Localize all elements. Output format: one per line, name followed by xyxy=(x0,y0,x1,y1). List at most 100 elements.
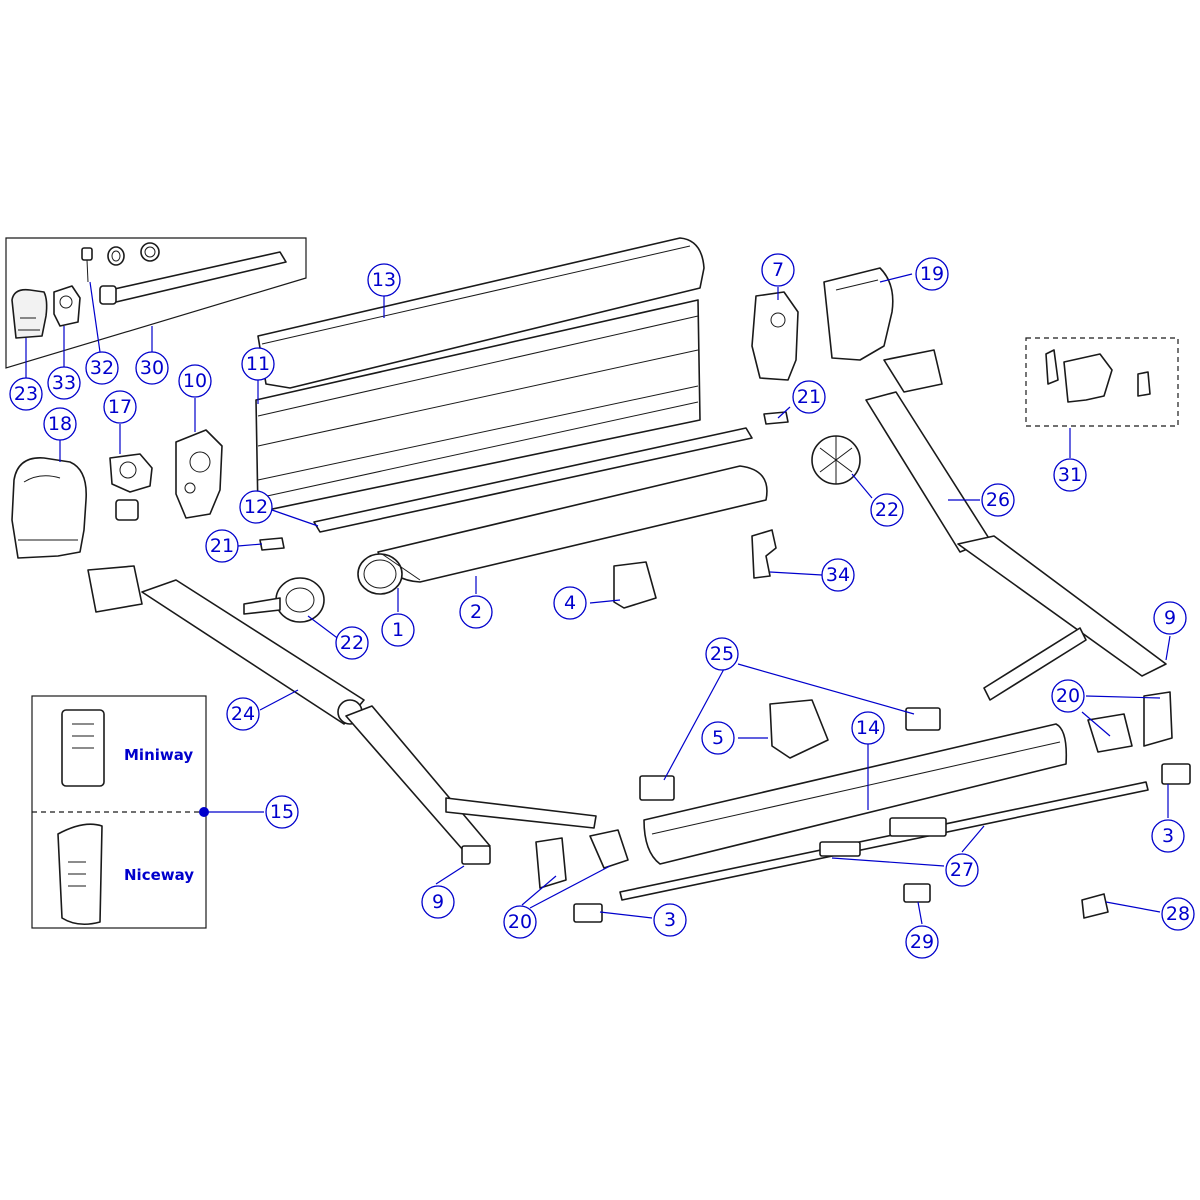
end-cap-3-left xyxy=(573,903,603,923)
callout-21-left-label: 21 xyxy=(210,535,234,557)
callout-30-label: 30 xyxy=(140,357,164,379)
callout-7-label: 7 xyxy=(772,259,784,281)
cover-20-right xyxy=(1087,691,1173,753)
end-cover-18 xyxy=(11,457,87,559)
callout-34-label: 34 xyxy=(826,564,850,586)
detail-box-31 xyxy=(1025,337,1179,427)
callout-10: 10 xyxy=(178,364,212,398)
callout-25-label: 25 xyxy=(710,643,734,665)
callout-26: 26 xyxy=(981,483,1015,517)
kit-panel-30 xyxy=(5,237,307,369)
arm-24 xyxy=(87,565,597,865)
callout-22-right-label: 22 xyxy=(875,499,899,521)
callout-20-left: 20 xyxy=(503,905,537,939)
callout-5-label: 5 xyxy=(712,727,724,749)
callout-27-label: 27 xyxy=(950,859,974,881)
callout-27: 27 xyxy=(945,853,979,887)
callout-4-label: 4 xyxy=(564,592,576,614)
lead-bar-27 xyxy=(619,781,1149,901)
clip-21-right xyxy=(763,411,789,425)
callout-28-label: 28 xyxy=(1166,903,1190,925)
niceway-label: Niceway xyxy=(124,866,194,884)
callout-3-right: 3 xyxy=(1151,819,1185,853)
callout-21-right-label: 21 xyxy=(797,386,821,408)
bracket-34 xyxy=(751,529,777,579)
mount-25-left xyxy=(639,775,675,801)
callout-26-label: 26 xyxy=(986,489,1010,511)
callout-4: 4 xyxy=(553,586,587,620)
callout-1: 1 xyxy=(381,613,415,647)
end-plug-22-left xyxy=(243,577,325,623)
callout-18-label: 18 xyxy=(48,413,72,435)
callout-24: 24 xyxy=(226,697,260,731)
callout-33-label: 33 xyxy=(52,372,76,394)
callout-21-left: 21 xyxy=(205,529,239,563)
callout-20-right-label: 20 xyxy=(1056,685,1080,707)
callout-14: 14 xyxy=(851,711,885,745)
callout-15: 15 xyxy=(265,795,299,829)
callout-2-label: 2 xyxy=(470,601,482,623)
remote-control-panel-15 xyxy=(31,695,207,929)
mount-25-right xyxy=(905,707,941,731)
arm-26 xyxy=(865,349,1167,701)
callout-24-label: 24 xyxy=(231,703,255,725)
callout-22-left: 22 xyxy=(335,626,369,660)
callout-13: 13 xyxy=(367,263,401,297)
callout-5: 5 xyxy=(701,721,735,755)
callout-17-label: 17 xyxy=(108,396,132,418)
leader-lines xyxy=(25,273,1171,925)
clip-28 xyxy=(1081,893,1109,919)
callout-23-label: 23 xyxy=(14,383,38,405)
callout-7: 7 xyxy=(761,253,795,287)
holder-4 xyxy=(613,561,657,609)
end-cover-19 xyxy=(823,267,894,361)
callout-9-right-label: 9 xyxy=(1164,607,1176,629)
callout-19-label: 19 xyxy=(920,263,944,285)
callout-11-label: 11 xyxy=(246,353,270,375)
callout-1-label: 1 xyxy=(392,619,404,641)
callout-32: 32 xyxy=(85,351,119,385)
callout-12: 12 xyxy=(239,490,273,524)
callout-15-label: 15 xyxy=(270,801,294,823)
end-piece-7 xyxy=(751,291,799,381)
callout-25: 25 xyxy=(705,637,739,671)
callout-9-right: 9 xyxy=(1153,601,1187,635)
callout-3-left-label: 3 xyxy=(664,909,676,931)
callout-22-left-label: 22 xyxy=(340,632,364,654)
end-cap-3-right xyxy=(1161,763,1191,785)
callout-2: 2 xyxy=(459,595,493,629)
callout-11: 11 xyxy=(241,347,275,381)
callout-19: 19 xyxy=(915,257,949,291)
callout-21-right: 21 xyxy=(792,380,826,414)
callout-18: 18 xyxy=(43,407,77,441)
callout-33: 33 xyxy=(47,366,81,400)
clip-21-left xyxy=(259,537,285,551)
bracket-17 xyxy=(109,453,153,521)
miniway-label: Miniway xyxy=(124,746,193,764)
callout-17: 17 xyxy=(103,390,137,424)
callout-31-label: 31 xyxy=(1058,464,1082,486)
callout-23: 23 xyxy=(9,377,43,411)
clip-29 xyxy=(903,883,931,903)
front-rail-14 xyxy=(643,723,1068,865)
callout-9-left: 9 xyxy=(421,885,455,919)
callout-22-right: 22 xyxy=(870,493,904,527)
cassette-profiles xyxy=(255,237,768,583)
cover-20-left xyxy=(535,829,629,889)
callout-14-label: 14 xyxy=(856,717,880,739)
callout-9-left-label: 9 xyxy=(432,891,444,913)
callout-13-label: 13 xyxy=(372,269,396,291)
callout-10-label: 10 xyxy=(183,370,207,392)
callout-34: 34 xyxy=(821,558,855,592)
callout-30: 30 xyxy=(135,351,169,385)
callout-29-label: 29 xyxy=(910,931,934,953)
callout-3-right-label: 3 xyxy=(1162,825,1174,847)
callout-31: 31 xyxy=(1053,458,1087,492)
bracket-5 xyxy=(769,699,829,759)
callout-20-right: 20 xyxy=(1051,679,1085,713)
callout-28: 28 xyxy=(1161,897,1195,931)
roller-tube-1 xyxy=(357,553,421,595)
callout-12-label: 12 xyxy=(244,496,268,518)
callout-29: 29 xyxy=(905,925,939,959)
